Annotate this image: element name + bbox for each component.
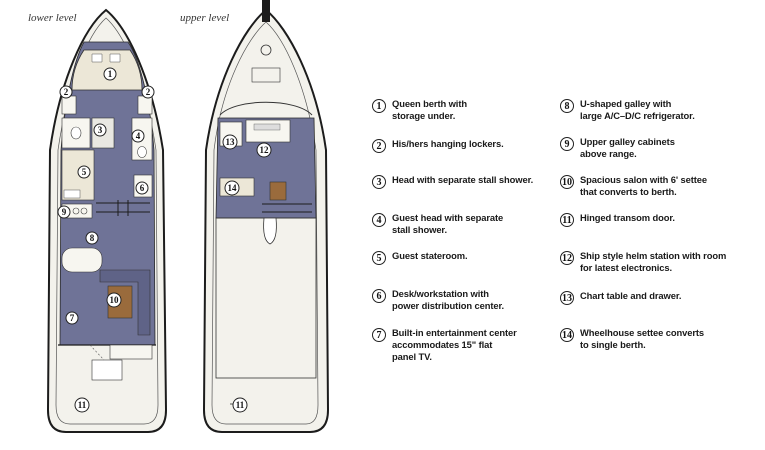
marker-number: 11 xyxy=(236,400,245,410)
legend-text: Upper galley cabinets above range. xyxy=(580,136,675,159)
upper-marker-11: 11 xyxy=(232,397,248,413)
legend-number-badge: 8 xyxy=(560,99,574,113)
marker-number: 11 xyxy=(78,400,87,410)
legend-number-badge: 3 xyxy=(372,175,386,189)
aft-cabinet xyxy=(109,344,153,360)
legend-item-6: 6 Desk/workstation with power distributio… xyxy=(372,288,504,312)
lower-marker-3: 3 xyxy=(93,123,107,137)
legend-number-badge: 9 xyxy=(560,137,574,151)
aft-hatch xyxy=(91,359,123,381)
lower-marker-6: 6 xyxy=(135,181,149,195)
upper-marker-14: 14 xyxy=(224,180,240,196)
legend-text: Guest head with separate stall shower. xyxy=(392,212,504,235)
marker-number: 9 xyxy=(62,207,67,217)
upper-level-plan xyxy=(202,0,330,433)
legend-number-badge: 11 xyxy=(560,213,574,227)
port-locker xyxy=(61,95,77,115)
legend-number-badge: 5 xyxy=(372,251,386,265)
upper-marker-13: 13 xyxy=(222,134,238,150)
stbd-locker xyxy=(137,95,153,115)
lower-marker-10: 10 xyxy=(106,292,122,308)
legend-text: Built-in entertainment center accommodat… xyxy=(392,327,517,362)
lower-marker-5: 5 xyxy=(77,165,91,179)
legend-item-9: 9 Upper galley cabinets above range. xyxy=(560,136,675,160)
legend-number-badge: 7 xyxy=(372,328,386,342)
legend-item-3: 3 Head with separate stall shower. xyxy=(372,174,533,189)
marker-number: 4 xyxy=(136,131,141,141)
lower-level-label: lower level xyxy=(28,12,77,24)
legend-text: Wheelhouse settee converts to single ber… xyxy=(580,327,705,350)
legend-item-2: 2 His/hers hanging lockers. xyxy=(372,138,504,153)
legend-number-badge: 12 xyxy=(560,251,574,265)
marker-number: 1 xyxy=(108,69,113,79)
marker-number: 13 xyxy=(226,137,236,147)
legend-text: Ship style helm station with room for la… xyxy=(580,250,727,273)
helm-station xyxy=(245,119,291,143)
lower-marker-2: 2 xyxy=(59,85,73,99)
marker-number: 6 xyxy=(140,183,145,193)
legend-item-12: 12 Ship style helm station with room for … xyxy=(560,250,726,274)
legend-item-8: 8 U-shaped galley with large A/C–D/C refr… xyxy=(560,98,695,122)
legend-item-4: 4 Guest head with separate stall shower. xyxy=(372,212,503,236)
lower-marker-9: 9 xyxy=(57,205,71,219)
legend-text: Guest stateroom. xyxy=(392,250,468,261)
marker-number: 10 xyxy=(110,295,120,305)
legend-number-badge: 13 xyxy=(560,291,574,305)
legend-text: Queen berth with storage under. xyxy=(392,98,467,121)
legend-text: U-shaped galley with large A/C–D/C refri… xyxy=(580,98,695,121)
legend-number-badge: 2 xyxy=(372,139,386,153)
legend-number-badge: 10 xyxy=(560,175,574,189)
legend-text: His/hers hanging lockers. xyxy=(392,138,504,149)
legend-item-10: 10 Spacious salon with 6' settee that con… xyxy=(560,174,707,198)
galley-island xyxy=(61,247,103,273)
legend-text: Spacious salon with 6' settee that conve… xyxy=(580,174,707,197)
lower-marker-8: 8 xyxy=(85,231,99,245)
legend-item-1: 1 Queen berth with storage under. xyxy=(372,98,467,122)
legend-item-11: 11 Hinged transom door. xyxy=(560,212,675,227)
marker-number: 7 xyxy=(70,313,75,323)
legend-number-badge: 1 xyxy=(372,99,386,113)
upper-marker-12: 12 xyxy=(256,142,272,158)
marker-number: 3 xyxy=(98,125,103,135)
legend-text: Chart table and drawer. xyxy=(580,290,682,301)
lower-marker-11: 11 xyxy=(74,397,90,413)
upper-level-label: upper level xyxy=(180,12,230,24)
lower-marker-7: 7 xyxy=(65,311,79,325)
legend-number-badge: 6 xyxy=(372,289,386,303)
marker-number: 2 xyxy=(64,87,69,97)
companionway-stairs xyxy=(96,200,150,216)
upper-aft-deck xyxy=(215,217,317,379)
salon-settee xyxy=(99,269,151,336)
lower-marker-1: 1 xyxy=(103,67,117,81)
legend-item-5: 5 Guest stateroom. xyxy=(372,250,468,265)
legend-text: Desk/workstation with power distribution… xyxy=(392,288,504,311)
marker-number: 12 xyxy=(260,145,270,155)
marker-number: 8 xyxy=(90,233,95,243)
legend-number-badge: 14 xyxy=(560,328,574,342)
legend-item-7: 7 Built-in entertainment center accommoda… xyxy=(372,327,517,363)
legend-item-13: 13 Chart table and drawer. xyxy=(560,290,681,305)
lower-marker-2: 2 xyxy=(141,85,155,99)
lower-level-plan xyxy=(46,8,168,433)
marker-number: 14 xyxy=(228,183,238,193)
legend-number-badge: 4 xyxy=(372,213,386,227)
lower-marker-4: 4 xyxy=(131,129,145,143)
marker-number: 5 xyxy=(82,167,87,177)
legend-text: Hinged transom door. xyxy=(580,212,675,223)
wheelhouse-table xyxy=(269,181,287,201)
marker-number: 2 xyxy=(146,87,151,97)
legend-item-14: 14 Wheelhouse settee converts to single b… xyxy=(560,327,704,351)
legend-text: Head with separate stall shower. xyxy=(392,174,534,185)
